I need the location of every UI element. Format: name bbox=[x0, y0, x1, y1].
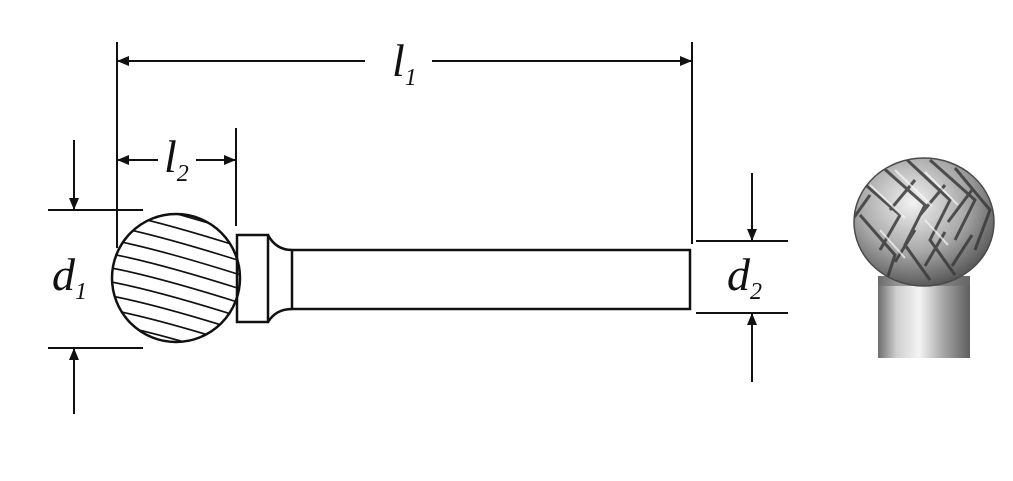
shank bbox=[290, 248, 692, 311]
ball-head bbox=[110, 212, 242, 344]
ball-burr-photo-icon bbox=[853, 157, 995, 358]
l1-label: l1 bbox=[392, 35, 417, 91]
extension-lines bbox=[48, 42, 788, 349]
l2-label: l2 bbox=[164, 131, 189, 187]
burr-outline bbox=[110, 212, 692, 344]
neck-collar bbox=[235, 233, 270, 324]
d1-label: d1 bbox=[52, 249, 87, 305]
neck-taper bbox=[266, 234, 293, 323]
d2-label: d2 bbox=[727, 249, 762, 305]
